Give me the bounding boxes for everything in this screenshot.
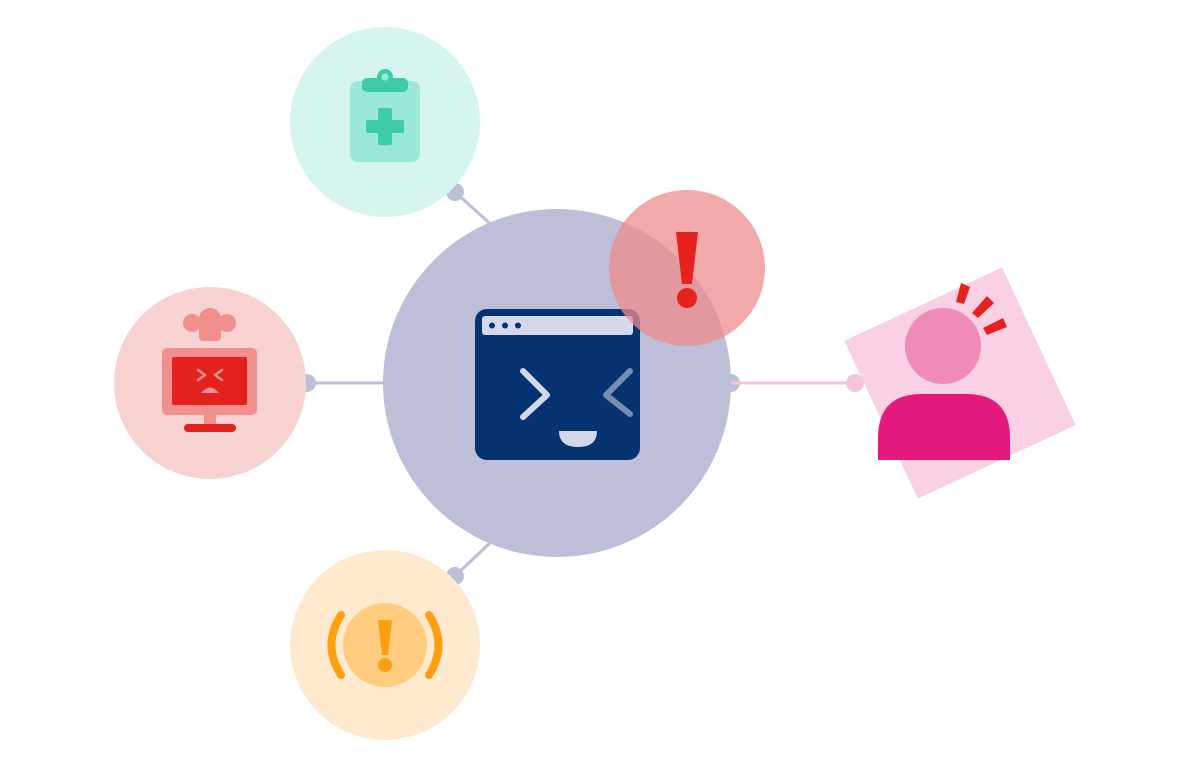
- connectors: [298, 183, 864, 585]
- connector-dot-user: [846, 374, 864, 392]
- stressed-user-icon: [878, 283, 1010, 460]
- frustrated-computer-monitor-icon: [162, 308, 257, 432]
- exclamation-alert-icon: [609, 190, 765, 346]
- terminal-window-happy-face-icon: [475, 309, 640, 460]
- medical-clipboard-icon: [350, 69, 420, 162]
- satellite-warning: [290, 550, 480, 740]
- brake-warning-icon: [327, 603, 443, 687]
- satellite-health: [290, 27, 480, 217]
- satellite-computer: [114, 287, 306, 479]
- satellite-user: [844, 267, 1076, 499]
